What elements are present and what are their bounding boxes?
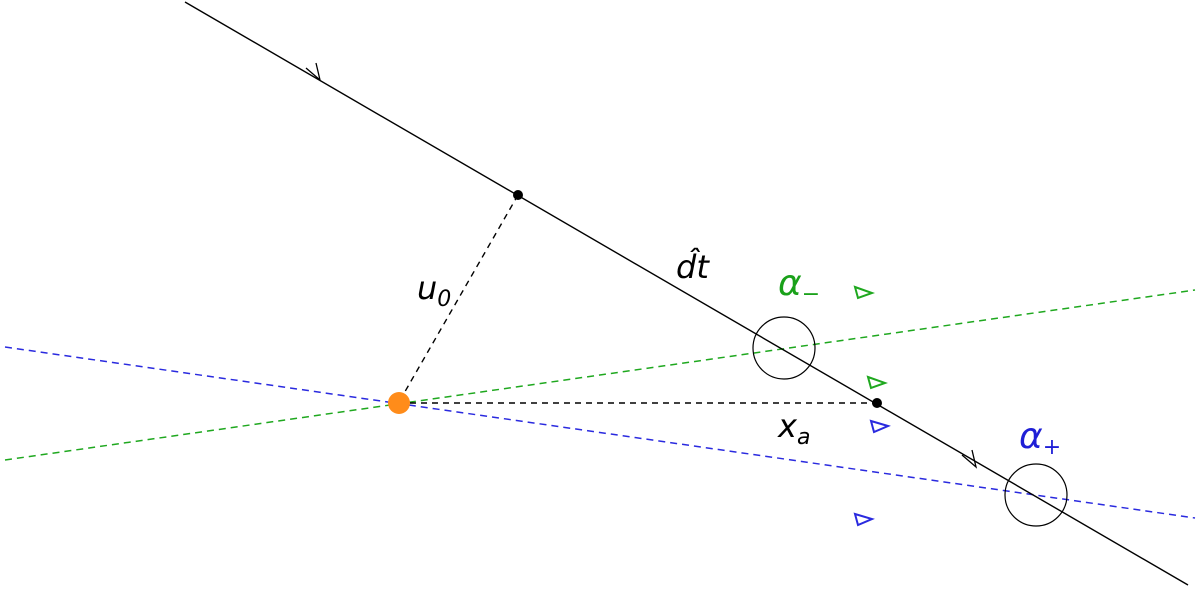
- green-marker-lower: [866, 375, 888, 390]
- alpha-minus-label: α−: [778, 263, 820, 307]
- blue-dashed-line: [4, 346, 1196, 519]
- alpha-plus-label: α+: [1019, 416, 1061, 460]
- trajectory-line: [184, 1, 1189, 586]
- alpha-minus-circle: [752, 316, 816, 380]
- green-dashed-line: [4, 289, 1196, 461]
- closest-approach-point: [513, 190, 523, 200]
- alpha-plus-circle: [1004, 463, 1068, 527]
- u0-perpendicular: [398, 194, 519, 403]
- xa-label: xa: [777, 407, 810, 450]
- dt-hat-label: d̂t: [676, 248, 710, 286]
- source-point: [388, 392, 410, 414]
- green-marker-upper: [853, 285, 875, 300]
- xa-point: [872, 398, 882, 408]
- trajectory-arrow-lower: [961, 449, 978, 469]
- u0-label: u0: [417, 269, 451, 312]
- blue-marker-upper: [869, 419, 891, 434]
- trajectory-arrow-upper: [305, 62, 322, 82]
- blue-marker-lower: [853, 512, 875, 527]
